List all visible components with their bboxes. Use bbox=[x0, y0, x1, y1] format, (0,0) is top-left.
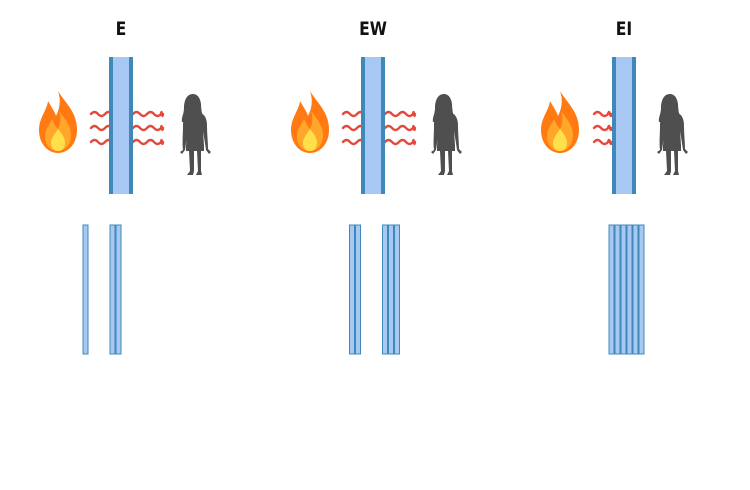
glass-pane-edge-left bbox=[612, 57, 616, 194]
heat-wave-icon-2 bbox=[592, 110, 614, 146]
flame-inner bbox=[553, 129, 567, 151]
glass-pane-edge-right bbox=[632, 57, 636, 194]
person-icon-0 bbox=[180, 94, 211, 175]
glass-layer bbox=[638, 224, 645, 355]
glass-pane-icon-0 bbox=[109, 57, 133, 194]
glass-pane-icon-1 bbox=[361, 57, 385, 194]
person-leg-right bbox=[196, 151, 202, 175]
layer-group bbox=[349, 224, 361, 355]
glass-pane-edge-right bbox=[381, 57, 385, 194]
person-leg-left bbox=[187, 151, 194, 175]
layer-group bbox=[82, 224, 89, 355]
person-leg-right bbox=[673, 151, 679, 175]
glass-pane-edge-left bbox=[109, 57, 113, 194]
glass-pane-edge-left bbox=[361, 57, 365, 194]
person-leg-left bbox=[664, 151, 671, 175]
fire-icon-2 bbox=[541, 91, 579, 153]
heat-wave bbox=[592, 110, 614, 118]
layer-group bbox=[608, 224, 645, 355]
glass-pane-icon-2 bbox=[612, 57, 636, 194]
glass-layer bbox=[632, 224, 639, 355]
flame-inner bbox=[303, 129, 317, 151]
heat-wave bbox=[592, 124, 614, 132]
glass-layer bbox=[608, 224, 615, 355]
person-leg-left bbox=[438, 151, 445, 175]
glass-layer bbox=[620, 224, 627, 355]
glass-layer bbox=[614, 224, 621, 355]
glass-layer bbox=[109, 224, 116, 355]
rating-label-e: E bbox=[115, 18, 127, 40]
layer-stack-1 bbox=[349, 224, 400, 355]
glass-layer bbox=[626, 224, 633, 355]
person-icon-2 bbox=[657, 94, 688, 175]
layer-group bbox=[382, 224, 400, 355]
fire-icon-0 bbox=[39, 91, 77, 153]
glass-pane-edge-right bbox=[129, 57, 133, 194]
person-body bbox=[431, 113, 462, 154]
person-body bbox=[657, 113, 688, 154]
layer-stack-2 bbox=[608, 224, 645, 355]
person-leg-right bbox=[447, 151, 453, 175]
person-icon-1 bbox=[431, 94, 462, 175]
glass-layer bbox=[394, 224, 400, 355]
glass-layer bbox=[355, 224, 361, 355]
rating-label-ei: EI bbox=[615, 18, 633, 40]
fire-icon-1 bbox=[291, 91, 329, 153]
glass-layer bbox=[115, 224, 122, 355]
glass-layer bbox=[349, 224, 355, 355]
glass-layer bbox=[388, 224, 394, 355]
heat-wave bbox=[592, 138, 614, 146]
flame-inner bbox=[51, 129, 65, 151]
glass-layer bbox=[82, 224, 89, 355]
rating-label-ew: EW bbox=[359, 18, 387, 40]
layer-group bbox=[109, 224, 122, 355]
person-body bbox=[180, 113, 211, 154]
glass-layer bbox=[382, 224, 388, 355]
layer-stack-0 bbox=[82, 224, 122, 355]
